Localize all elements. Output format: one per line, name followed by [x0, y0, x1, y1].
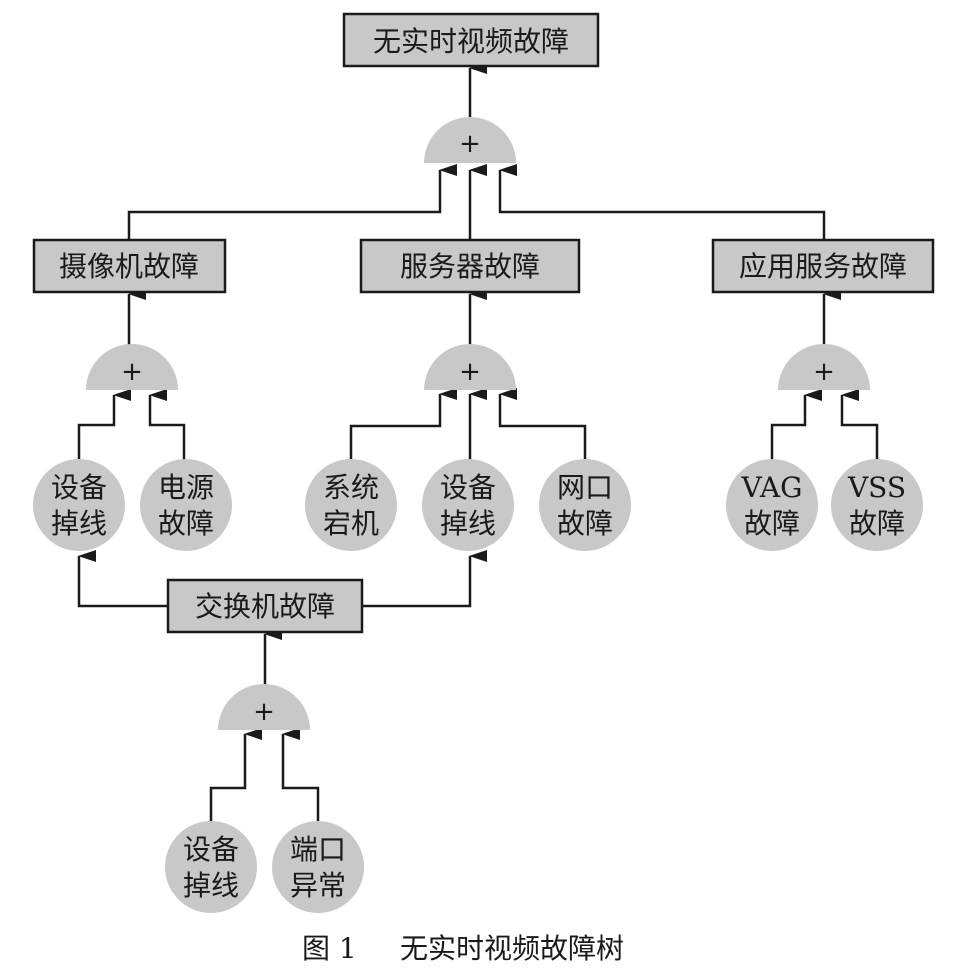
or-gate-top: +: [424, 117, 516, 163]
event-server: 服务器故障: [359, 238, 581, 294]
svg-text:故障: 故障: [849, 507, 905, 540]
svg-text:故障: 故障: [158, 507, 214, 540]
svg-text:宕机: 宕机: [323, 507, 379, 540]
edge-port-swgate: [281, 728, 320, 822]
svg-text:系统: 系统: [323, 471, 379, 504]
edge-camoffline-camgate: [77, 389, 131, 460]
svg-text:异常: 异常: [290, 869, 346, 902]
edge-syscrash-srvgate: [349, 388, 457, 460]
event-server-label: 服务器故障: [400, 250, 540, 283]
event-camera-label: 摄像机故障: [59, 250, 199, 283]
svg-text:故障: 故障: [744, 507, 800, 540]
svg-text:掉线: 掉线: [440, 507, 496, 540]
event-app-service-label: 应用服务故障: [739, 250, 907, 283]
svg-text:掉线: 掉线: [183, 869, 239, 902]
basic-event-vag-fault: VAG 故障: [726, 459, 818, 551]
edge-vss-appgate: [840, 389, 879, 460]
svg-text:故障: 故障: [557, 507, 613, 540]
event-switch-label: 交换机故障: [195, 590, 335, 623]
edge-switch-camoffline: [77, 550, 168, 608]
or-gate-symbol: +: [253, 697, 275, 727]
svg-text:掉线: 掉线: [51, 507, 107, 540]
or-gate-symbol: +: [121, 357, 143, 387]
or-gate-symbol: +: [459, 357, 481, 387]
event-top: 无实时视频故障: [342, 12, 600, 68]
svg-text:设备: 设备: [440, 471, 496, 504]
or-gate-server: +: [424, 344, 516, 390]
basic-event-sw-device-offline: 设备 掉线: [165, 821, 257, 913]
or-gate-symbol: +: [459, 129, 481, 159]
svg-text:设备: 设备: [183, 833, 239, 866]
event-camera: 摄像机故障: [32, 238, 227, 294]
or-gate-app: +: [778, 344, 870, 390]
edge-switch-srvoffline: [362, 550, 487, 608]
svg-text:网口: 网口: [557, 471, 613, 504]
basic-event-cam-device-offline: 设备 掉线: [33, 459, 125, 551]
edge-vag-appgate: [770, 389, 822, 460]
svg-text:电源: 电源: [158, 471, 214, 504]
svg-text:设备: 设备: [51, 471, 107, 504]
basic-event-power-fault: 电源 故障: [140, 459, 232, 551]
figure-caption: 图 1 无实时视频故障树: [302, 932, 624, 965]
connectors: [77, 62, 879, 822]
basic-event-vss-fault: VSS 故障: [831, 459, 923, 551]
edge-swoffline-swgate: [209, 728, 262, 822]
basic-event-nic-fault: 网口 故障: [539, 459, 631, 551]
edge-nic-srvgate: [498, 388, 587, 460]
figure-caption-title: 无实时视频故障树: [400, 932, 624, 965]
basic-event-port-abnormal: 端口 异常: [272, 821, 364, 913]
or-gate-camera: +: [86, 344, 178, 390]
edge-camera-topgate: [127, 164, 457, 240]
event-app-service: 应用服务故障: [711, 238, 935, 294]
basic-event-system-crash: 系统 宕机: [305, 459, 397, 551]
edge-power-camgate: [148, 389, 186, 460]
basic-event-srv-device-offline: 设备 掉线: [422, 459, 514, 551]
edge-app-topgate: [498, 164, 826, 240]
svg-text:VAG: VAG: [741, 471, 803, 504]
event-top-label: 无实时视频故障: [373, 25, 569, 58]
figure-caption-label: 图 1: [302, 932, 357, 965]
or-gate-symbol: +: [813, 357, 835, 387]
svg-text:端口: 端口: [290, 833, 346, 866]
or-gate-switch: +: [218, 684, 310, 730]
svg-text:VSS: VSS: [847, 471, 906, 504]
event-switch: 交换机故障: [166, 578, 364, 634]
